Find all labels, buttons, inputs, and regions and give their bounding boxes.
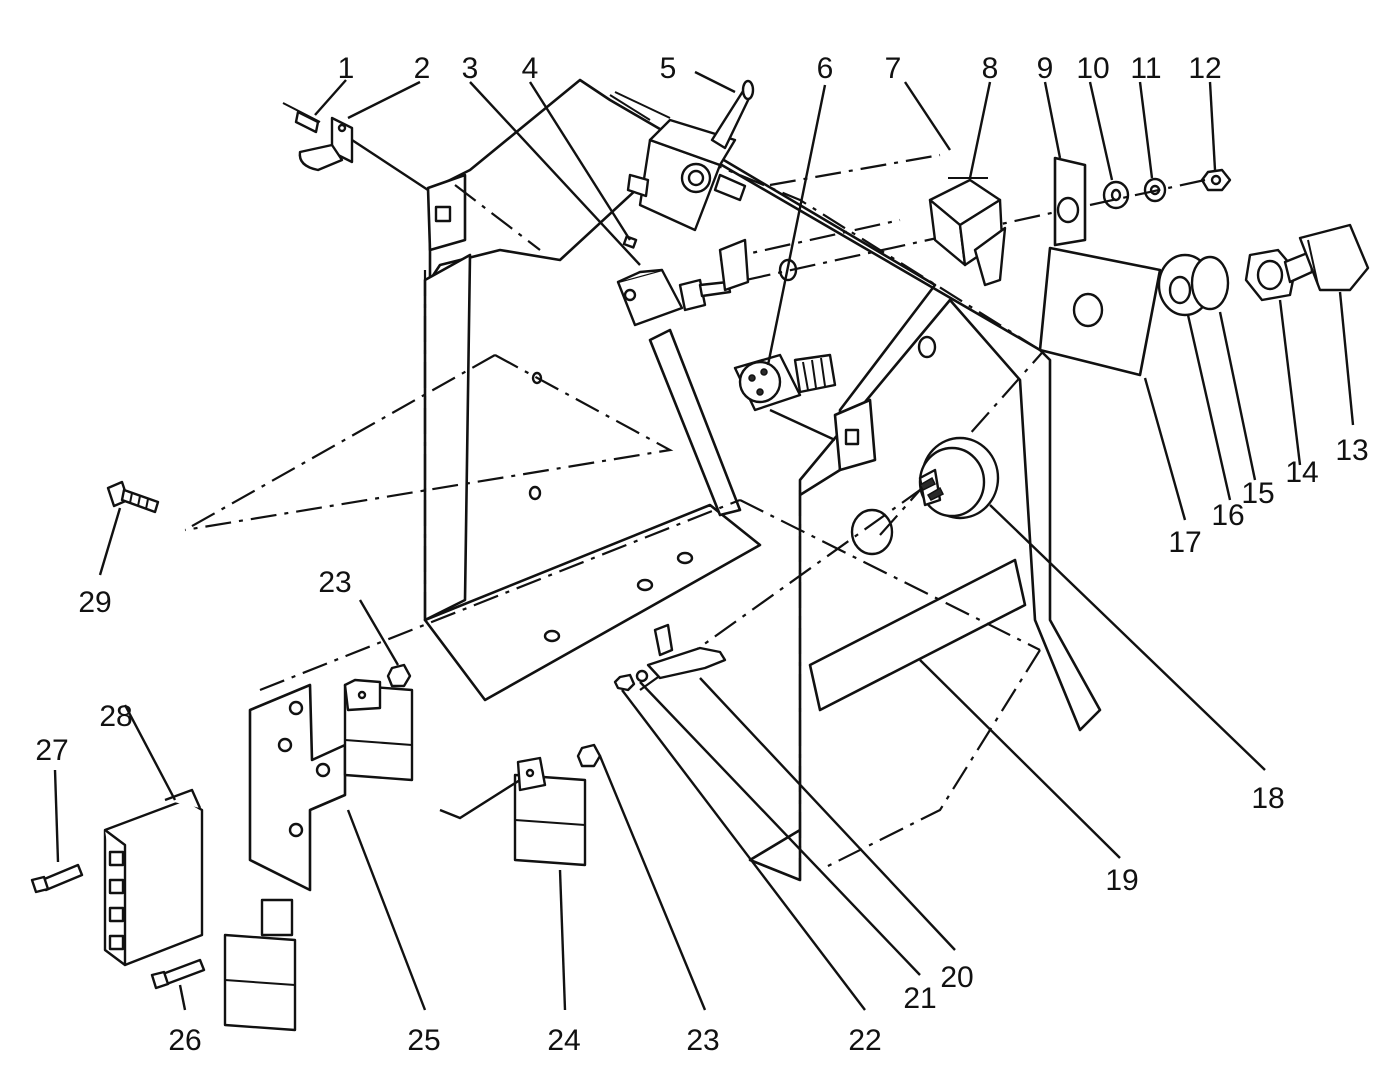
guarded-switch [928,177,1007,287]
callout-14: 14 [1285,456,1318,489]
callout-17: 17 [1168,526,1201,559]
callout-29: 29 [78,586,111,619]
callout-3: 3 [462,52,479,85]
callout-13: 13 [1335,434,1368,467]
ignition-switch [733,353,837,442]
callout-8: 8 [982,52,999,85]
callout-23-top: 23 [318,566,351,599]
callout-2: 2 [414,52,431,85]
callout-20: 20 [940,961,973,994]
callout-28: 28 [99,700,132,733]
callout-4: 4 [522,52,539,85]
callout-1: 1 [338,52,355,85]
callout-26: 26 [168,1024,201,1057]
callout-18: 18 [1251,782,1284,815]
relay-right [439,743,602,867]
lower-relay [150,898,297,1032]
mounting-bolt [106,480,160,514]
terminal-clip [282,102,429,192]
washers-nut [1089,168,1232,210]
callout-6: 6 [817,52,834,85]
callout-23-bottom: 23 [686,1024,719,1057]
relay-bracket-assembly [248,663,414,892]
ground-strap [613,623,727,692]
callout-9: 9 [1037,52,1054,85]
callout-5: 5 [660,52,677,85]
callout-22: 22 [848,1024,881,1057]
mounting-panel [423,78,1102,882]
mounting-plates [1038,156,1162,377]
rocker-switch [616,235,750,327]
key-nut-washers [1157,223,1370,317]
callouts: 1 2 3 4 5 6 7 8 9 10 11 12 13 14 15 16 1… [35,52,1368,1057]
callout-25: 25 [407,1024,440,1057]
fuse-block [30,788,204,967]
callout-24: 24 [547,1024,580,1057]
callout-7: 7 [885,52,902,85]
callout-27: 27 [35,734,68,767]
toggle-switch [609,79,755,232]
callout-10: 10 [1076,52,1109,85]
hour-meter [918,436,1000,520]
callout-12: 12 [1188,52,1221,85]
callout-21: 21 [903,982,936,1015]
callout-16: 16 [1211,499,1244,532]
callout-15: 15 [1241,477,1274,510]
callout-19: 19 [1105,864,1138,897]
callout-11: 11 [1130,52,1161,85]
leader-lines [53,70,1355,1011]
